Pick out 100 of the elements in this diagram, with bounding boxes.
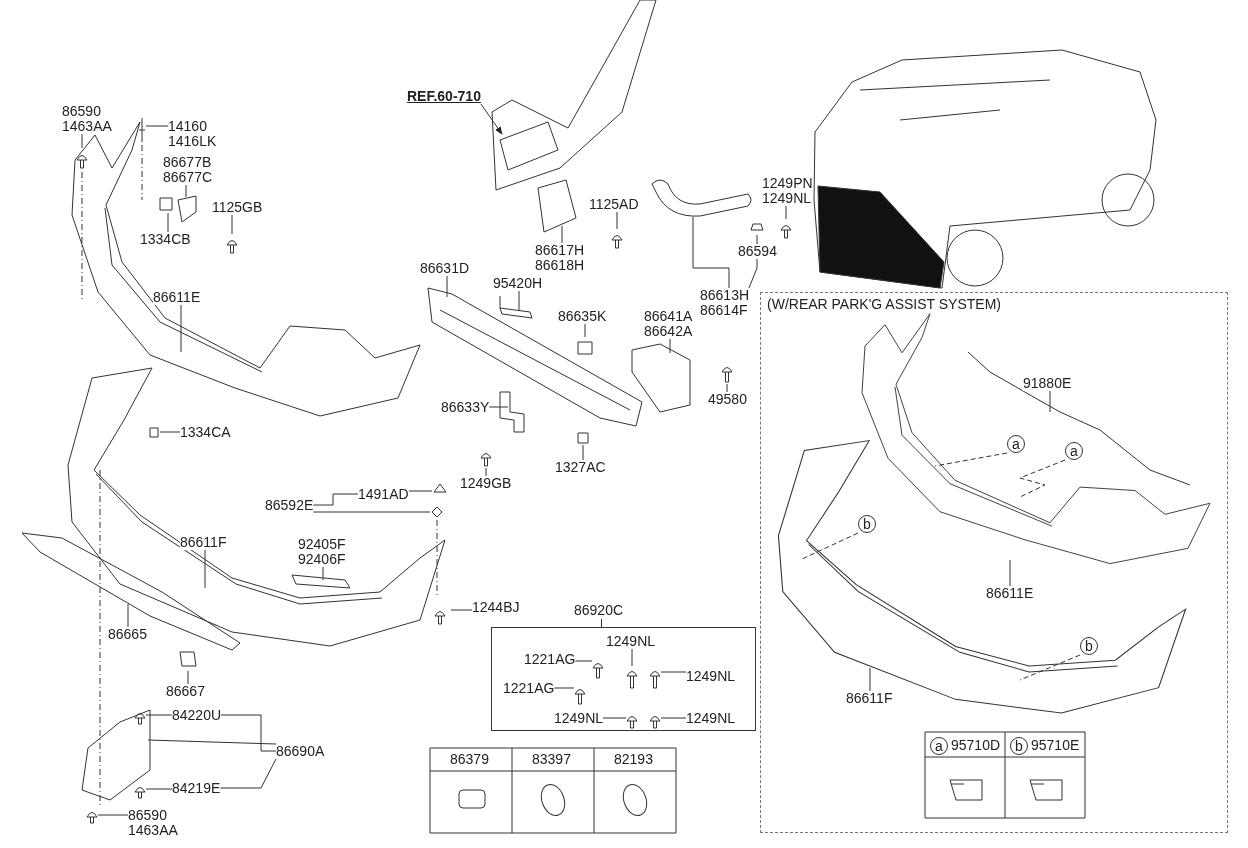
- leader-line: [167, 212, 169, 233]
- leader-line: [145, 125, 169, 127]
- part-number: 1249GB: [460, 476, 512, 491]
- leader-line: [669, 338, 671, 354]
- leader-line: [616, 211, 618, 230]
- leader-line: [602, 717, 627, 719]
- part-number: 86379: [450, 752, 489, 767]
- leader-line: [553, 687, 575, 689]
- part-number: 86641A 86642A: [644, 309, 693, 339]
- part-number: 95710E: [1031, 738, 1080, 753]
- callout-letter: a: [930, 737, 948, 755]
- leader-line: [159, 431, 181, 433]
- part-number: 86665: [108, 627, 147, 642]
- leader-line: [145, 714, 173, 716]
- leader-line: [756, 234, 758, 245]
- leader-line: [1009, 559, 1011, 587]
- part-number: 1244BJ: [472, 600, 520, 615]
- leader-line: [660, 717, 687, 719]
- part-number: 86590 1463AA: [62, 104, 112, 134]
- leader-line: [127, 603, 129, 628]
- part-number: 86617H 86618H: [535, 243, 585, 273]
- part-number: 92405F 92406F: [298, 537, 346, 567]
- leader-line: [446, 275, 448, 298]
- leader-line: [748, 258, 758, 289]
- leader-line: [1019, 459, 1066, 498]
- leader-line: [231, 214, 233, 235]
- leader-line: [220, 714, 277, 752]
- part-number: 1249NL: [686, 669, 736, 684]
- part-number: 86631D: [420, 261, 470, 276]
- part-number: 86613H 86614F: [700, 288, 750, 318]
- leader-line: [1049, 390, 1051, 413]
- leader-line: [584, 323, 586, 338]
- part-number: 86592E: [265, 498, 314, 513]
- leader-line: [726, 383, 728, 393]
- leader-line: [1019, 654, 1081, 681]
- callout-letter: b: [1080, 637, 1098, 655]
- part-number: 1327AC: [555, 460, 606, 475]
- part-number: 86594: [738, 244, 777, 259]
- part-number: 86635K: [558, 309, 607, 324]
- part-number: 86590 1463AA: [128, 808, 178, 838]
- leader-line: [692, 216, 730, 289]
- leader-line: [485, 467, 487, 477]
- part-number: 49580: [708, 392, 747, 407]
- part-number: 84220U: [172, 708, 222, 723]
- part-number: 86611F: [846, 691, 893, 706]
- leader-line: [322, 566, 324, 581]
- part-number: 1249NL: [606, 634, 656, 649]
- part-number: 1249PN 1249NL: [762, 176, 813, 206]
- callout-letter: b: [858, 515, 876, 533]
- part-number: 1491AD: [358, 487, 409, 502]
- leader-line: [785, 205, 787, 220]
- part-number: 1125AD: [589, 197, 639, 212]
- leader-line: [204, 549, 206, 589]
- leader-line: [561, 225, 563, 244]
- part-number: 86690A: [276, 744, 325, 759]
- option-panel: [760, 292, 1228, 833]
- part-number: 86611F: [180, 535, 227, 550]
- leader-line: [488, 406, 509, 408]
- leader-line: [312, 493, 359, 506]
- part-number: 14160 1416LK: [168, 119, 217, 149]
- part-number: 1249NL: [554, 711, 604, 726]
- part-number: 83397: [532, 752, 571, 767]
- part-number: 86667: [166, 684, 205, 699]
- part-number: 86677B 86677C: [163, 155, 213, 185]
- part-number: 82193: [614, 752, 653, 767]
- panel-title: (W/REAR PARK'G ASSIST SYSTEM): [767, 297, 1001, 312]
- part-number: 84219E: [172, 781, 221, 796]
- part-number: 95420H: [493, 276, 543, 291]
- leader-line: [574, 660, 593, 662]
- leader-line: [81, 133, 83, 149]
- leader-line: [518, 290, 520, 312]
- arrow: [480, 103, 503, 135]
- part-number: 1125GB: [212, 200, 263, 215]
- callout-letter: a: [1065, 442, 1083, 460]
- leader-line: [312, 511, 431, 513]
- leader-line: [934, 452, 1008, 467]
- leader-line: [631, 648, 633, 667]
- part-number: 86633Y: [441, 400, 490, 415]
- leader-line: [187, 670, 189, 685]
- part-number: 86611E: [986, 586, 1034, 601]
- part-number: 91880E: [1023, 376, 1072, 391]
- part-number: 1249NL: [686, 711, 736, 726]
- leader-line: [660, 671, 687, 673]
- leader-line: [582, 444, 584, 461]
- leader-line: [145, 788, 173, 790]
- leader-line: [219, 758, 277, 789]
- callout-letter: a: [1007, 435, 1025, 453]
- leader-line: [147, 739, 277, 745]
- kit-heading: 86920C: [574, 603, 624, 618]
- leader-line: [408, 490, 433, 492]
- leader-line: [185, 184, 187, 198]
- part-number: 1334CB: [140, 232, 191, 247]
- leader-line: [450, 609, 473, 611]
- part-number: 1221AG: [503, 681, 555, 696]
- part-number: 1334CA: [180, 425, 231, 440]
- reference-label: REF.60-710: [407, 89, 481, 104]
- part-number: 86611E: [153, 290, 201, 305]
- part-number: 1221AG: [524, 652, 576, 667]
- part-number: 95710D: [951, 738, 1001, 753]
- callout-letter: b: [1010, 737, 1028, 755]
